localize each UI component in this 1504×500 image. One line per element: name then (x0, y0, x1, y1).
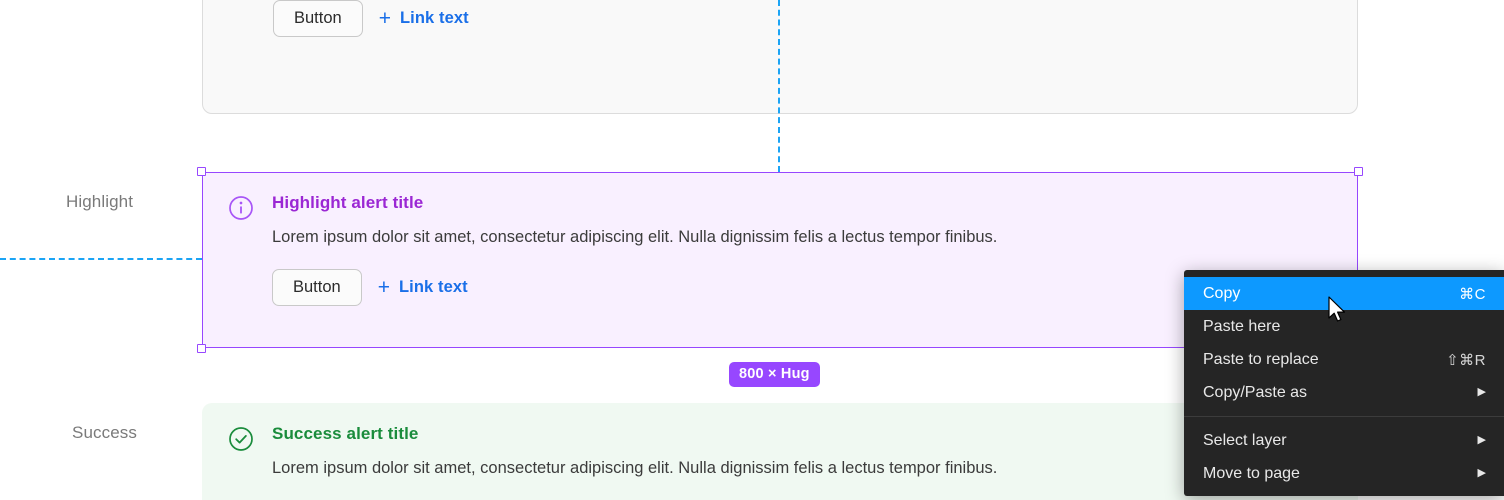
alert-link[interactable]: + Link text (378, 277, 468, 298)
menu-item-shortcut: ⌘C (1459, 285, 1486, 303)
plus-icon: + (378, 7, 391, 31)
alert-link-label: Link text (399, 9, 469, 28)
menu-item-label: Select layer (1203, 431, 1287, 449)
menu-item-paste-here[interactable]: Paste here (1184, 310, 1504, 343)
menu-item-label: Copy/Paste as (1203, 383, 1308, 401)
menu-item-shortcut: ⇧⌘R (1446, 351, 1486, 369)
size-badge: 800 × Hug (729, 362, 820, 387)
check-circle-icon (228, 426, 254, 452)
menu-item-label: Paste here (1203, 317, 1281, 335)
menu-item-copy[interactable]: Copy ⌘C (1184, 277, 1504, 310)
menu-item-label: Move to page (1203, 464, 1300, 482)
submenu-arrow-icon: ▶ (1477, 386, 1486, 398)
menu-separator (1184, 416, 1504, 417)
alert-button[interactable]: Button (273, 0, 363, 38)
alert-description: Lorem ipsum dolor sit amet, consectetur … (272, 458, 998, 477)
menu-item-move-to-page[interactable]: Move to page ▶ (1184, 457, 1504, 490)
info-circle-icon (228, 195, 254, 221)
context-menu[interactable]: Copy ⌘C Paste here Paste to replace ⇧⌘R … (1184, 270, 1504, 496)
submenu-arrow-icon: ▶ (1477, 467, 1486, 479)
alert-link-label: Link text (398, 278, 468, 297)
smart-guide-vertical (778, 0, 780, 172)
mouse-cursor (1327, 296, 1349, 326)
menu-item-copy-paste-as[interactable]: Copy/Paste as ▶ (1184, 376, 1504, 409)
alert-card-highlight[interactable]: Highlight alert title Lorem ipsum dolor … (202, 172, 1358, 348)
row-label-highlight: Highlight (66, 192, 134, 211)
row-label-success: Success (72, 423, 137, 442)
smart-guide-horizontal (0, 258, 202, 260)
alert-button[interactable]: Button (272, 268, 362, 307)
alert-card-success[interactable]: Success alert title Lorem ipsum dolor si… (202, 403, 1358, 500)
alert-description: Lorem ipsum dolor sit amet, consectetur … (272, 227, 998, 246)
alert-title: Success alert title (272, 424, 419, 443)
menu-item-label: Paste to replace (1203, 350, 1319, 368)
menu-item-paste-to-replace[interactable]: Paste to replace ⇧⌘R (1184, 343, 1504, 376)
menu-item-label: Copy (1203, 284, 1241, 302)
submenu-arrow-icon: ▶ (1477, 434, 1486, 446)
alert-link[interactable]: + Link text (379, 8, 469, 29)
alert-title: Highlight alert title (272, 193, 424, 212)
menu-item-select-layer[interactable]: Select layer ▶ (1184, 424, 1504, 457)
plus-icon: + (377, 276, 390, 300)
alert-card-default[interactable]: Lorem ipsum dolor sit amet, consectetur … (202, 0, 1358, 114)
